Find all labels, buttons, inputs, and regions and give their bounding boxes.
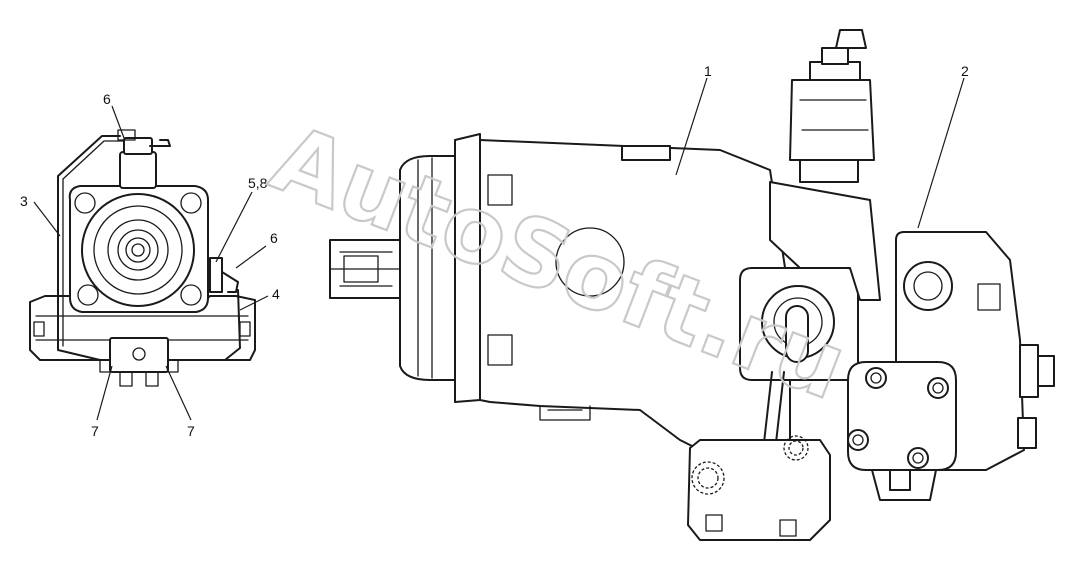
callout-4: 4 bbox=[272, 286, 280, 302]
leader-lines bbox=[33, 77, 965, 421]
callout-2: 2 bbox=[961, 63, 969, 79]
callout-5-8: 5,8 bbox=[248, 175, 268, 191]
callout-7-left: 7 bbox=[91, 423, 99, 439]
front-view-pump bbox=[29, 129, 256, 387]
side-view-pump bbox=[329, 29, 1055, 541]
callout-3: 3 bbox=[20, 193, 28, 209]
callout-7-right: 7 bbox=[187, 423, 195, 439]
callout-6-side: 6 bbox=[270, 230, 278, 246]
callout-6-top: 6 bbox=[103, 91, 111, 107]
callout-labels: 1 2 3 4 5,8 6 6 7 7 bbox=[20, 63, 969, 439]
callout-1: 1 bbox=[704, 63, 712, 79]
